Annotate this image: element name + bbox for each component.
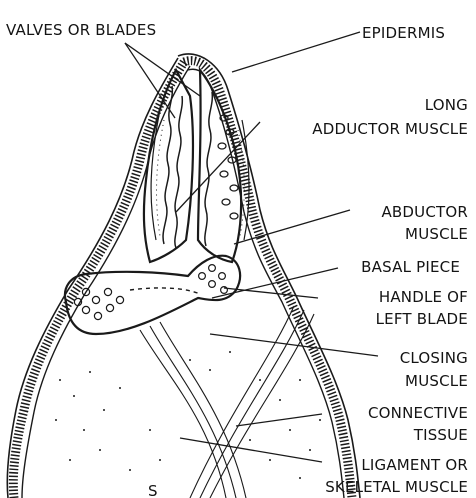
basal-piece: [65, 256, 240, 334]
label-ligament-or: LIGAMENT OR: [361, 456, 468, 474]
label-bottom-s: S: [148, 482, 158, 498]
valves: [144, 70, 241, 262]
label-basal-piece: BASAL PIECE: [361, 258, 460, 276]
closing-muscle: [140, 306, 314, 498]
label-adductor-muscle: ADDUCTOR MUSCLE: [312, 120, 468, 138]
leader-lines: [125, 32, 378, 462]
label-left-blade: LEFT BLADE: [376, 310, 468, 328]
label-epidermis: EPIDERMIS: [362, 24, 445, 42]
label-abductor: ABDUCTOR: [381, 203, 468, 221]
label-closing-muscle: MUSCLE: [405, 372, 468, 390]
leader-epidermis: [232, 32, 360, 72]
leader-long-adductor: [176, 122, 260, 212]
connective-tissue: [55, 351, 321, 479]
label-closing: CLOSING: [400, 349, 468, 367]
label-handle-of: HANDLE OF: [379, 288, 468, 306]
label-tissue: TISSUE: [413, 426, 468, 444]
leader-ligament: [180, 438, 322, 462]
label-abductor-muscle: MUSCLE: [405, 225, 468, 243]
label-skeletal-muscle: SKELETAL MUSCLE: [325, 478, 468, 496]
label-connective: CONNECTIVE: [368, 404, 468, 422]
leader-handle: [224, 288, 318, 298]
label-valves-or-blades: VALVES OR BLADES: [6, 21, 156, 39]
label-long: LONG: [425, 96, 468, 114]
leader-connective: [236, 414, 322, 426]
